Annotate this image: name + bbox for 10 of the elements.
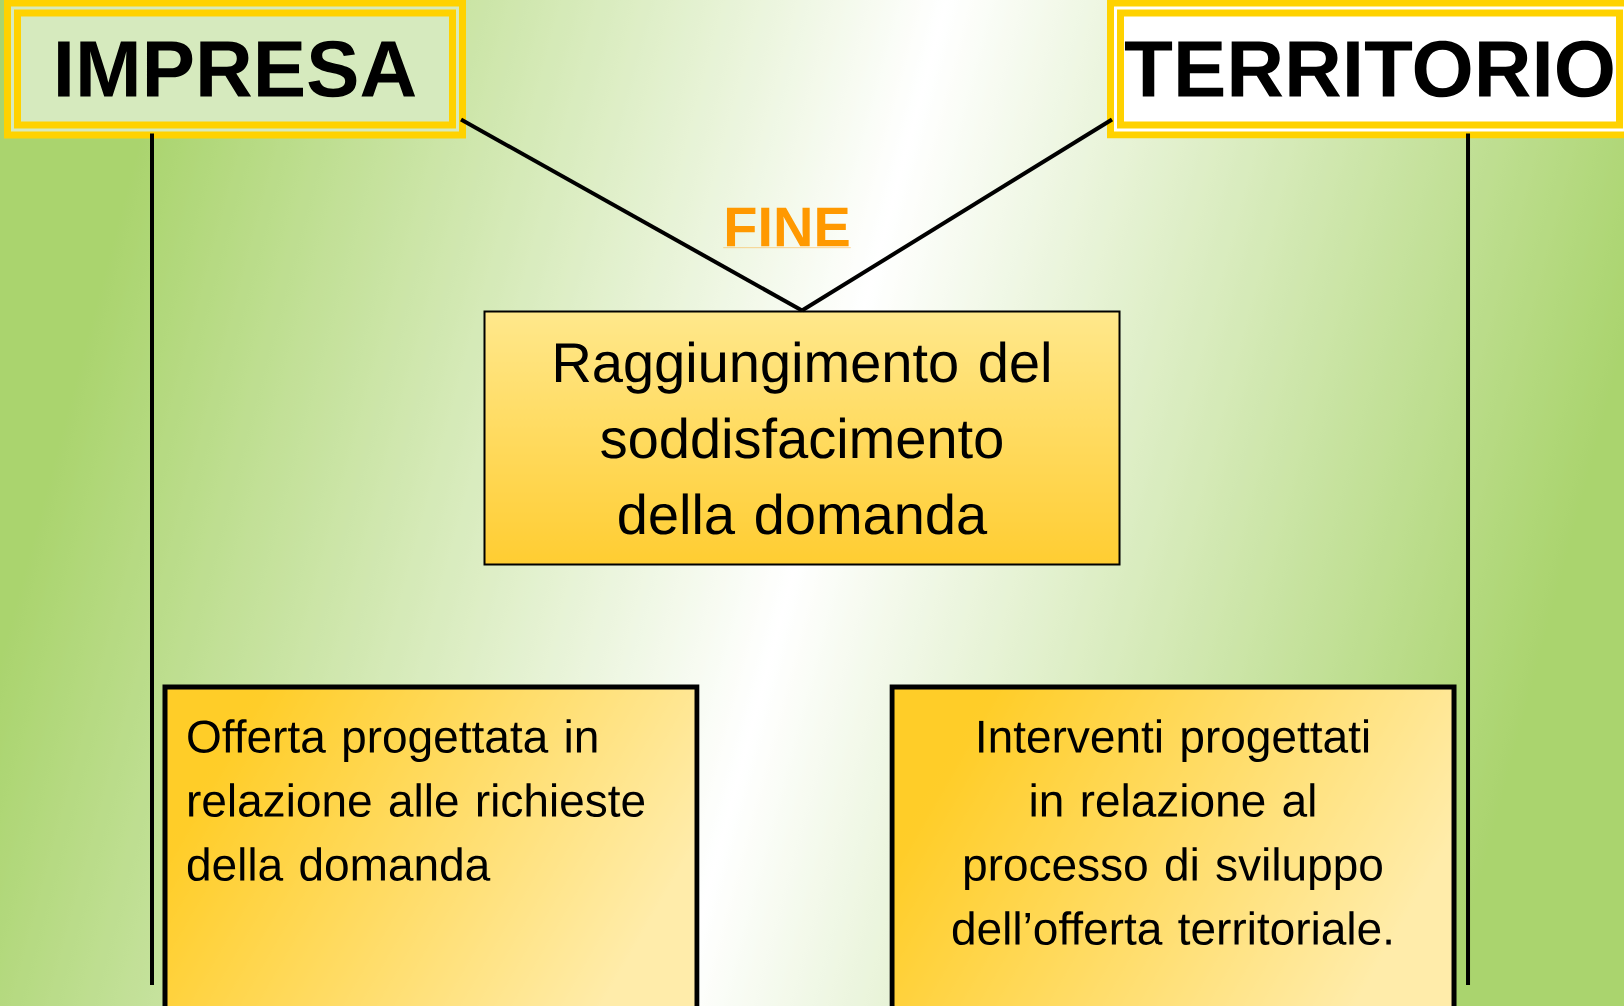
connector-line: [460, 117, 803, 313]
title-box: IMPRESA: [4, 0, 466, 139]
title-box: TERRITORIO: [1107, 0, 1624, 139]
description-box: Interventi progettati in relazione al processo di sviluppo dell’offerta territoriale.: [889, 684, 1457, 1006]
connector-line: [800, 117, 1114, 313]
goal-box: Raggiungimento del soddisfacimento della domanda: [483, 310, 1121, 566]
description-box: Offerta progettata in relazione alle richieste della domanda: [162, 684, 700, 1006]
vertical-line: [1466, 133, 1470, 985]
vertical-line: [150, 133, 154, 985]
heading-label: FINE: [723, 207, 851, 248]
